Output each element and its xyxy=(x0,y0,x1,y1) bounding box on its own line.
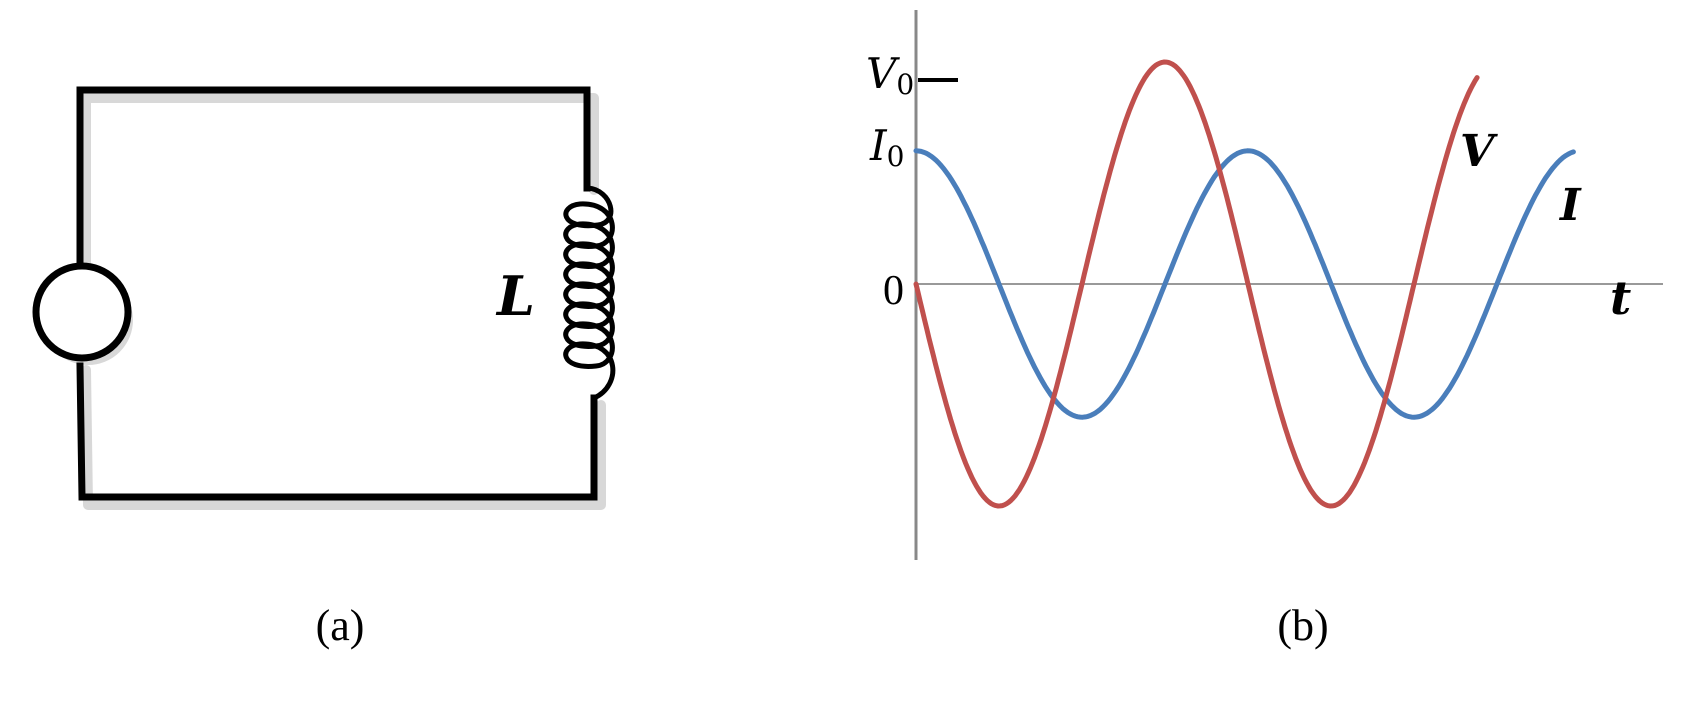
caption-a: (a) xyxy=(316,601,365,650)
circuit-diagram: L xyxy=(32,86,616,510)
y-tick-v0-sub: 0 xyxy=(896,68,914,101)
label-voltage: V xyxy=(1460,126,1498,177)
curve-voltage xyxy=(913,59,1480,509)
wire-top xyxy=(76,86,591,266)
ac-source-symbol xyxy=(32,262,132,362)
y-tick-i0-main: I xyxy=(869,121,888,170)
caption-b: (b) xyxy=(1277,601,1328,650)
y-tick-v0-main: V xyxy=(866,49,900,98)
y-tick-zero: 0 xyxy=(883,268,904,314)
circuit-wires xyxy=(76,86,598,501)
curve-current xyxy=(913,148,1576,420)
y-tick-i0: I0 xyxy=(869,121,904,173)
x-axis-label: t xyxy=(1610,271,1631,325)
y-tick-v0: V0 xyxy=(866,49,914,101)
inductor-coil xyxy=(563,185,616,401)
waveform-chart: V0 I0 0 t V I xyxy=(866,10,1663,560)
label-current: I xyxy=(1558,180,1582,231)
wire-bottom xyxy=(76,362,598,501)
y-tick-i0-sub: 0 xyxy=(887,140,905,173)
inductor-label: L xyxy=(495,264,535,328)
